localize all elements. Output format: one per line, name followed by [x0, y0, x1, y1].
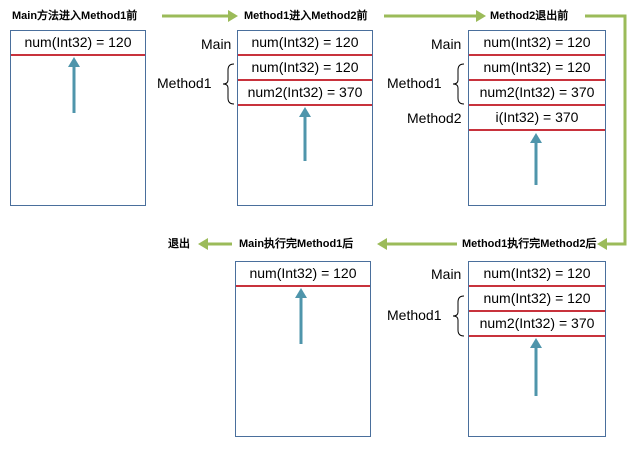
frame-label-main: Main — [201, 36, 232, 52]
frame-label-method2: Method2 — [407, 110, 462, 126]
frame-label-main: Main — [431, 266, 462, 282]
stack-slot: num(Int32) = 120 — [469, 262, 605, 287]
stack-box: num(Int32) = 120 — [10, 30, 146, 206]
frame-label-method1: Method1 — [387, 307, 442, 323]
stack-box: num(Int32) = 120 num(Int32) = 120 num2(I… — [237, 30, 373, 206]
stack-slot: num(Int32) = 120 — [236, 262, 370, 287]
stage-title-exit: 退出 — [168, 238, 190, 250]
stack-pointer-arrow — [68, 57, 80, 113]
stage-title-method1-before-method2: Method1进入Method2前 — [244, 10, 368, 22]
stack-pointer-arrow — [530, 133, 542, 185]
stack-slot: num(Int32) = 120 — [469, 56, 605, 81]
stage-title-main-after-method1: Main执行完Method1后 — [239, 238, 354, 250]
flow-arrow-3-to-4 — [585, 10, 635, 254]
brace-icon — [452, 62, 466, 106]
stack-slot: num(Int32) = 120 — [238, 31, 372, 56]
stage-title-method2-before-exit: Method2退出前 — [490, 10, 569, 22]
flow-arrow-5-to-exit — [198, 238, 232, 250]
stack-slot: num2(Int32) = 370 — [469, 312, 605, 337]
stack-pointer-arrow — [299, 107, 311, 161]
stack-box: num(Int32) = 120 — [235, 261, 371, 437]
flow-arrow-2-to-3 — [384, 10, 486, 22]
brace-icon — [452, 294, 466, 338]
stack-box: num(Int32) = 120 num(Int32) = 120 num2(I… — [468, 261, 606, 437]
stack-slot: num2(Int32) = 370 — [238, 81, 372, 106]
stack-slot: num(Int32) = 120 — [469, 31, 605, 56]
brace-icon — [222, 62, 236, 106]
frame-label-main: Main — [431, 36, 462, 52]
stage-title-method1-after-method2: Method1执行完Method2后 — [462, 238, 597, 250]
stack-pointer-arrow — [530, 338, 542, 396]
flow-arrow-4-to-5 — [377, 238, 457, 250]
stack-box: num(Int32) = 120 num(Int32) = 120 num2(I… — [468, 30, 606, 206]
stack-slot: i(Int32) = 370 — [469, 106, 605, 131]
frame-label-method1: Method1 — [387, 75, 442, 91]
stack-slot: num2(Int32) = 370 — [469, 81, 605, 106]
flow-arrow-1-to-2 — [162, 10, 238, 22]
stage-title-main-before-method1: Main方法进入Method1前 — [12, 10, 138, 22]
stack-slot: num(Int32) = 120 — [11, 31, 145, 56]
stack-pointer-arrow — [295, 288, 307, 344]
stack-slot: num(Int32) = 120 — [238, 56, 372, 81]
stack-slot: num(Int32) = 120 — [469, 287, 605, 312]
frame-label-method1: Method1 — [157, 75, 212, 91]
